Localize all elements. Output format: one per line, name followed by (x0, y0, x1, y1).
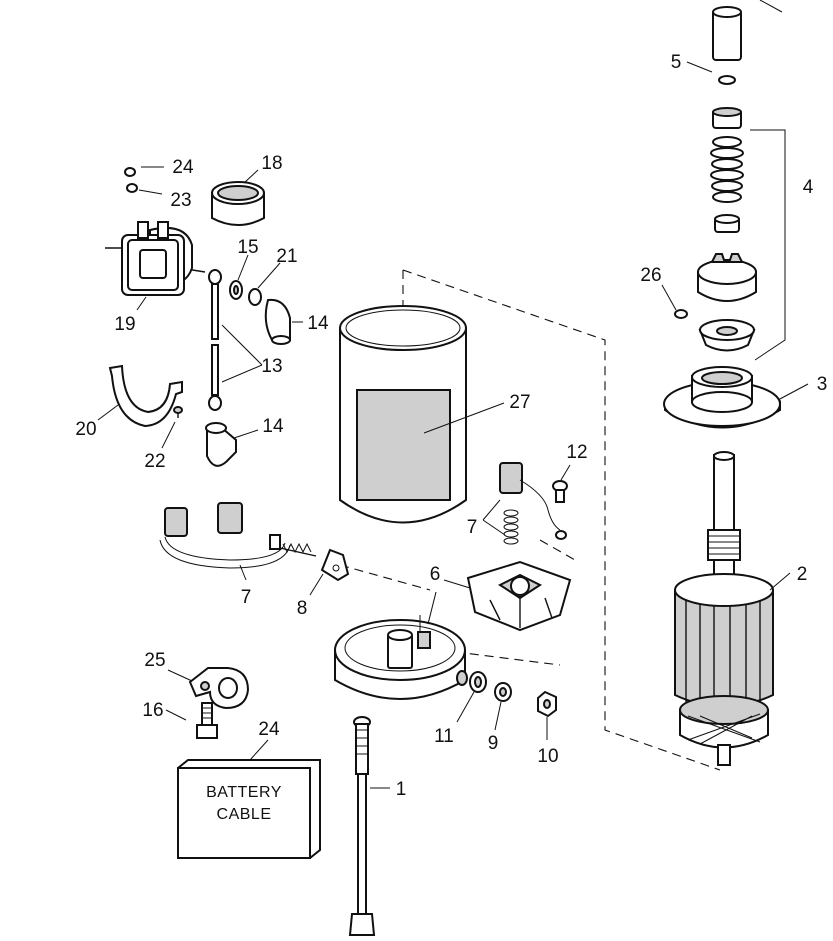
end-frame-housing (334, 615, 468, 700)
callout-12: 12 (566, 442, 587, 463)
callout-26: 26 (640, 265, 661, 286)
callout-14-upper: 14 (307, 313, 329, 334)
part-16-bolt (196, 702, 218, 739)
part-22-23-nuts (124, 167, 138, 193)
callout-22: 23 (170, 190, 191, 211)
callout-16: 16 (142, 700, 163, 721)
part-7-brush-ring (159, 502, 317, 569)
callout-3: 3 (817, 374, 828, 395)
callout-14-lower: 14 (262, 416, 284, 437)
callout-10: 10 (537, 746, 558, 767)
callout-5: 5 (671, 52, 682, 73)
callout-24: 24 (258, 719, 280, 740)
part-19-bracket (108, 364, 183, 428)
part-5-cap-and-ring (712, 6, 742, 85)
callout-27: 27 (509, 392, 530, 413)
part-4-drive-stack (697, 107, 786, 361)
part-20-screw (173, 406, 183, 418)
callout-8: 8 (297, 598, 308, 619)
part-3-end-cap (663, 366, 781, 429)
part-24-battery-cable-box: BATTERY CABLE (177, 759, 321, 859)
part-9-10-11-hardware (469, 671, 557, 718)
part-7-brushes-springs (499, 462, 567, 545)
box-text-line2: CABLE (217, 806, 272, 823)
part-27-field-frame (339, 305, 467, 524)
part-26-nut (674, 309, 688, 319)
part-14-boot-lower (205, 422, 237, 467)
callout-15: 15 (237, 237, 258, 258)
callout-1: 1 (396, 779, 407, 800)
callout-18: 18 (261, 153, 282, 174)
callout-7-left: 7 (241, 587, 252, 608)
part-12-screw (552, 480, 568, 503)
part-6-brush-holder (466, 560, 572, 632)
callout-17: 19 (114, 314, 135, 335)
callout-labels: 5 4 26 3 2 24 23 18 15 21 14 19 13 20 22… (75, 52, 827, 800)
callout-4: 4 (803, 177, 814, 198)
callout-6: 6 (430, 564, 441, 585)
callout-13: 13 (261, 356, 282, 377)
callout-2: 2 (797, 564, 808, 585)
part-2-armature (674, 451, 774, 766)
callout-23: 24 (172, 157, 194, 178)
part-18-ring (211, 181, 265, 226)
callout-20: 22 (144, 451, 165, 472)
callout-21: 21 (276, 246, 297, 267)
callout-7-right: 7 (467, 517, 478, 538)
leader-lines (97, 61, 809, 789)
callout-25: 25 (144, 650, 165, 671)
part-15-21-washer-nut (229, 280, 262, 306)
part-13-cable (208, 269, 222, 411)
callout-9: 9 (488, 733, 499, 754)
part-25-clamp (188, 667, 250, 710)
part-17-solenoid (105, 221, 206, 296)
part-1-through-bolt (348, 716, 376, 936)
part-8-terminal (320, 548, 350, 582)
box-text-line1: BATTERY (206, 784, 282, 801)
callout-11: 11 (434, 726, 454, 747)
part-14-boot-upper (264, 298, 291, 345)
callout-19: 20 (75, 419, 96, 440)
